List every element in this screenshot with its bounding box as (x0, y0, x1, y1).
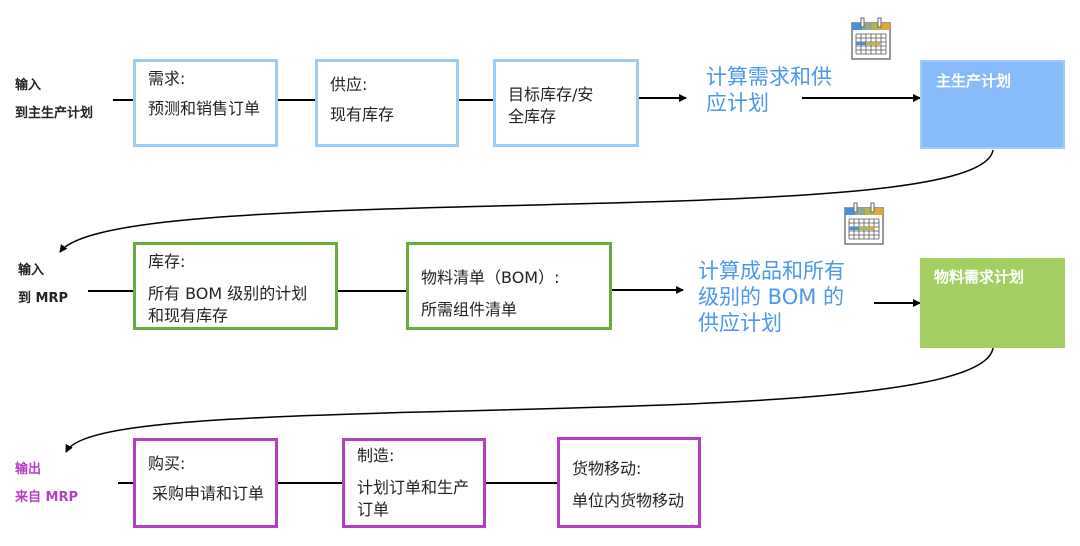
box-body: 和现有库存 (148, 306, 229, 325)
calc-line: 计算需求和供 (706, 65, 832, 89)
demand-box: 需求: 预测和销售订单 (133, 59, 278, 147)
row2-label-line1: 输入 (18, 263, 45, 278)
box-body: 现有库存 (330, 105, 395, 124)
curve-arrow-row2-to-row3 (65, 347, 994, 453)
row1-label: 输入 到主生产计划 (15, 72, 93, 128)
box-body: 预测和销售订单 (148, 99, 261, 118)
calc-line: 级别的 BOM 的 (698, 285, 845, 309)
calc-line: 供应计划 (698, 311, 782, 335)
calendar-icon (851, 17, 891, 60)
row1-label-line1: 输入 (15, 78, 42, 93)
row2-label-line2: 到 MRP (18, 291, 69, 306)
box-body: 计划订单和生产 (357, 478, 470, 497)
target-inventory-box: 目标库存/安 全库存 (493, 59, 639, 147)
calendar-icon (844, 202, 884, 245)
box-title: 需求: (148, 69, 186, 88)
box-title: 目标库存/安 (508, 85, 594, 104)
box-title: 物料清单（BOM）: (421, 268, 560, 287)
row1-label-line2: 到主生产计划 (15, 106, 94, 121)
box-body: 采购申请和订单 (152, 484, 265, 503)
box-body: 所有 BOM 级别的计划 (148, 284, 308, 303)
calc-demand-supply-text: 计算需求和供 应计划 (706, 64, 832, 116)
box-body: 订单 (357, 500, 390, 519)
box-title: 货物移动: (572, 459, 642, 478)
row3-label: 输出 来自 MRP (15, 456, 78, 512)
row2-label: 输入 到 MRP (18, 257, 68, 313)
result-label: 主生产计划 (936, 72, 1012, 90)
box-title: 供应: (330, 75, 368, 94)
box-title: 库存: (148, 252, 186, 271)
material-requirements-plan-box: 物料需求计划 (920, 258, 1065, 348)
master-production-schedule-box: 主生产计划 (920, 60, 1065, 149)
calc-supply-plan-text: 计算成品和所有 级别的 BOM 的 供应计划 (698, 258, 845, 336)
bom-box: 物料清单（BOM）: 所需组件清单 (406, 242, 612, 330)
result-label: 物料需求计划 (934, 268, 1025, 286)
row3-label-line2: 来自 MRP (15, 490, 79, 505)
box-title: 制造: (357, 446, 395, 465)
supply-box: 供应: 现有库存 (315, 59, 459, 147)
calc-line: 计算成品和所有 (698, 259, 845, 283)
row3-label-line1: 输出 (15, 462, 42, 477)
curve-arrow-row1-to-row2 (59, 149, 994, 253)
box-body: 单位内货物移动 (572, 491, 685, 510)
box-body: 全库存 (508, 107, 557, 126)
calc-line: 应计划 (706, 91, 769, 115)
inventory-box: 库存: 所有 BOM 级别的计划 和现有库存 (133, 242, 338, 330)
goods-movement-box: 货物移动: 单位内货物移动 (557, 437, 701, 528)
purchase-box: 购买: 采购申请和订单 (133, 438, 278, 528)
manufacture-box: 制造: 计划订单和生产 订单 (342, 438, 486, 528)
box-body: 所需组件清单 (421, 300, 518, 319)
box-title: 购买: (148, 454, 186, 473)
